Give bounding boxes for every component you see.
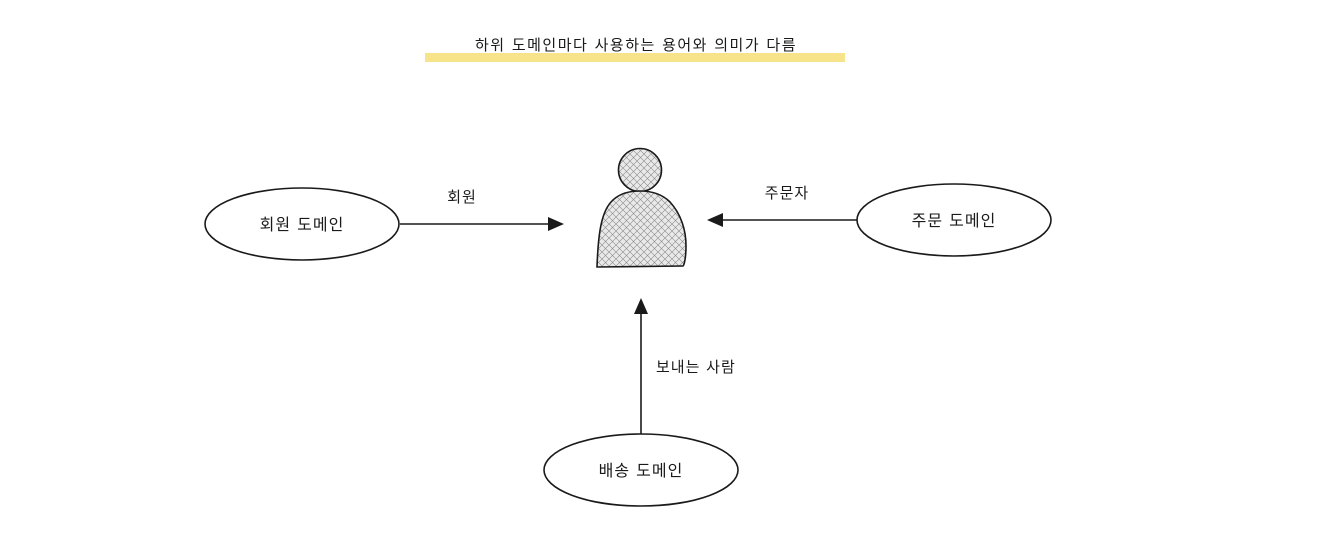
person-icon (596, 147, 687, 268)
title-highlight (425, 53, 845, 62)
delivery-edge: 보내는 사람 (634, 298, 736, 434)
title-group: 하위 도메인마다 사용하는 용어와 의미가 다름 (425, 36, 845, 62)
person-head (617, 147, 663, 193)
member-domain-label: 회원 도메인 (260, 215, 345, 234)
delivery-arrowhead (634, 298, 648, 314)
diagram-title: 하위 도메인마다 사용하는 용어와 의미가 다름 (475, 36, 797, 54)
order-edge: 주문자 (707, 184, 857, 227)
delivery-edge-label: 보내는 사람 (656, 358, 736, 376)
member-arrowhead (548, 217, 564, 231)
order-arrowhead (707, 213, 723, 227)
member-edge: 회원 (400, 188, 564, 231)
order-domain-label: 주문 도메인 (912, 211, 997, 230)
member-domain-ellipse (204, 187, 400, 261)
delivery-domain-label: 배송 도메인 (599, 461, 684, 480)
order-edge-label: 주문자 (765, 184, 809, 202)
person-body (596, 190, 687, 268)
member-edge-label: 회원 (447, 188, 477, 206)
delivery-domain-node: 배송 도메인 (543, 433, 739, 507)
member-domain-node: 회원 도메인 (204, 187, 400, 261)
order-domain-node: 주문 도메인 (856, 183, 1052, 257)
